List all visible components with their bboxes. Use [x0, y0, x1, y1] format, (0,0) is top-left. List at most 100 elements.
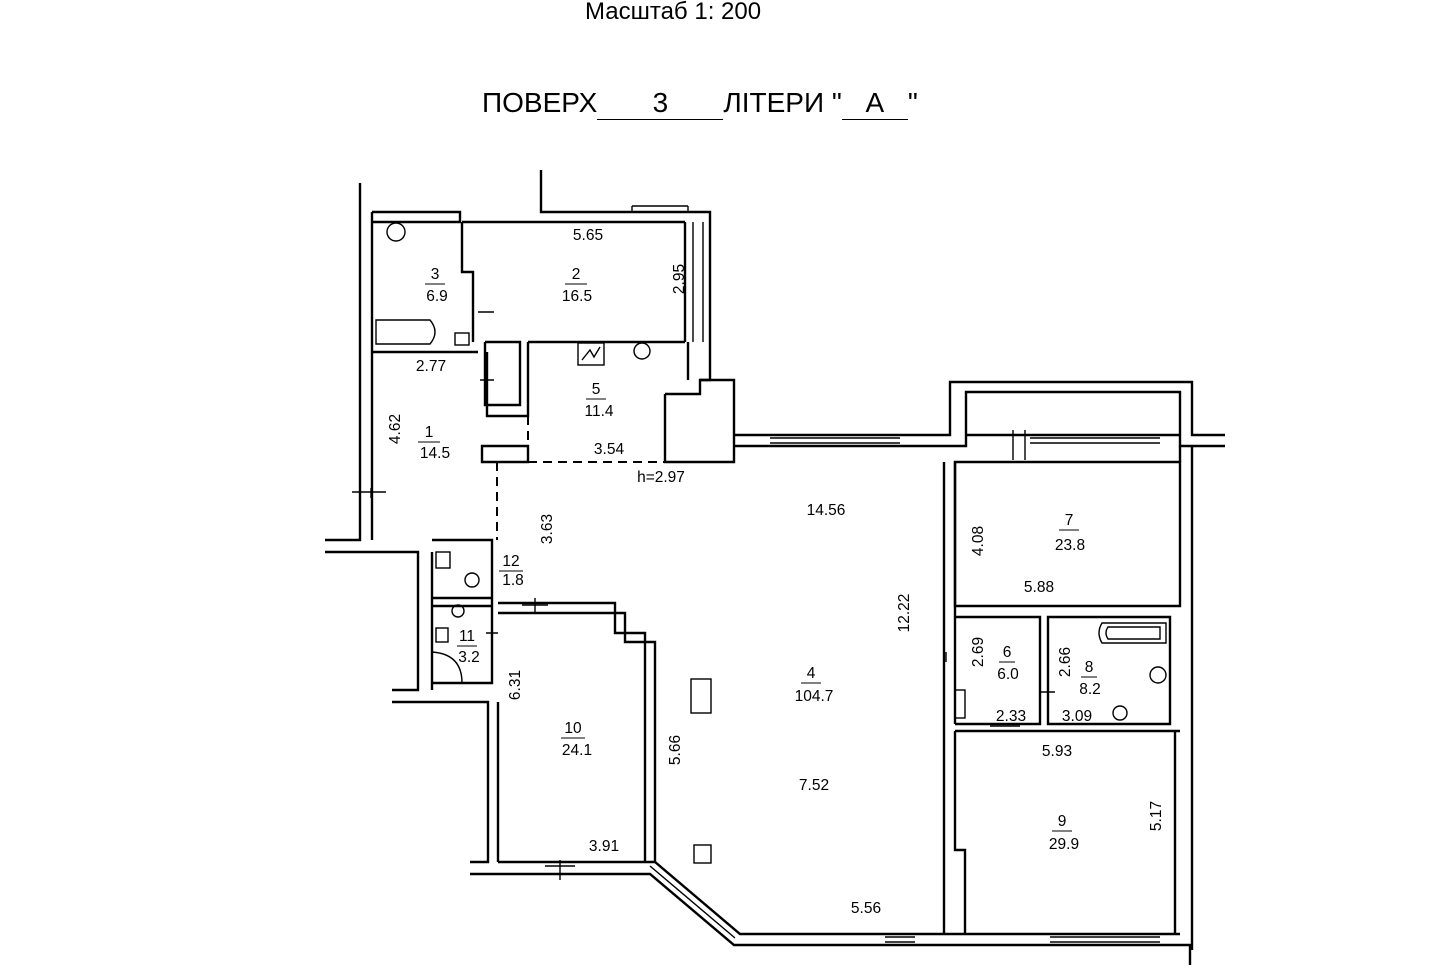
- room-label: 9 29.9: [1049, 813, 1079, 853]
- wall-room5-right: [663, 378, 736, 464]
- dimension-label: 4.62: [387, 414, 404, 444]
- toilet-room11: [451, 604, 465, 618]
- window-room4-top: [770, 437, 900, 444]
- room-number: 10: [564, 720, 582, 737]
- dimension-label: 5.65: [573, 227, 603, 244]
- dimension-label: 6.31: [507, 670, 524, 700]
- window-room4-bottom: [885, 936, 915, 943]
- wall-room10: [498, 611, 657, 862]
- wall-top-right: [734, 380, 1225, 437]
- bathtub-room8: [1098, 622, 1167, 644]
- floor-prefix: ПОВЕРХ: [482, 87, 598, 118]
- wall-room9-left: [953, 731, 967, 934]
- letter-suffix: ": [907, 87, 918, 118]
- shower-room11: [431, 651, 463, 684]
- wall-top-room2-ledge: [539, 170, 700, 214]
- door-ticks: [352, 311, 1055, 880]
- dimension-label: 3.63: [539, 514, 556, 544]
- dimension-label: h=2.97: [637, 469, 685, 486]
- window-room2-top: [631, 205, 689, 212]
- room-label: 12 1.8: [499, 553, 524, 589]
- dimension-label: 3.09: [1062, 708, 1092, 725]
- room-area: 104.7: [795, 688, 834, 705]
- room-area: 16.5: [562, 288, 592, 305]
- dimension-label: 3.54: [594, 441, 625, 458]
- room-area: 8.2: [1079, 681, 1101, 698]
- wall-room8: [1046, 615, 1172, 726]
- window-room2-right: [692, 222, 704, 342]
- wall-room7: [953, 460, 1182, 608]
- dimension-label: 5.56: [851, 900, 881, 917]
- room-label: 8 8.2: [1079, 659, 1101, 698]
- wall-bottom-inner: [498, 860, 1180, 936]
- room-number: 9: [1058, 813, 1067, 830]
- room-area: 6.9: [426, 288, 448, 305]
- letter-prefix: ЛІТЕРИ ": [723, 87, 842, 118]
- dimension-label: 14.56: [807, 502, 846, 519]
- room-number: 4: [807, 665, 816, 682]
- dimension-label: 7.52: [799, 777, 829, 794]
- wall-room10-inner: [498, 601, 647, 862]
- room-number: 12: [502, 553, 519, 570]
- wall-room6: [955, 615, 1042, 726]
- dimension-label: 2.66: [1057, 647, 1074, 677]
- room-label: 11 3.2: [457, 628, 480, 666]
- room-label: 6 6.0: [997, 644, 1019, 683]
- bathtub-room3: [375, 319, 436, 345]
- dimension-label: 5.17: [1148, 801, 1165, 831]
- dimension-label: 2.95: [671, 264, 688, 294]
- toilet-room3: [386, 222, 406, 242]
- room-label: 4 104.7: [795, 665, 834, 705]
- dimension-label: 5.93: [1042, 743, 1072, 760]
- column-room4-upper: [690, 678, 712, 714]
- window-room9-bottom: [1050, 936, 1160, 943]
- room-number: 8: [1085, 659, 1094, 676]
- room-area: 23.8: [1055, 537, 1085, 554]
- bathtub-room8-inner: [1105, 626, 1161, 640]
- dimension-label: 12.22: [896, 594, 913, 633]
- sink-room11: [435, 627, 449, 643]
- room-number: 2: [572, 266, 581, 283]
- room-label: 2 16.5: [562, 266, 592, 305]
- room-number: 3: [431, 266, 440, 283]
- room-label: 1 14.5: [418, 424, 450, 462]
- wall-room5-left: [485, 342, 530, 418]
- letter-value: А: [841, 87, 908, 120]
- dimension-label: 5.88: [1024, 579, 1054, 596]
- sink-room12: [435, 551, 451, 569]
- room-label: 7 23.8: [1055, 512, 1085, 554]
- room-number: 5: [592, 381, 601, 398]
- wall-right-room2-outer: [700, 210, 712, 382]
- dimension-label: 3.91: [589, 838, 619, 855]
- room-number: 6: [1003, 644, 1012, 661]
- scale-label: Масштаб 1: 200: [585, 0, 762, 25]
- window-bay: [649, 865, 736, 939]
- room-area: 1.8: [502, 572, 524, 589]
- dimension-label: 5.66: [667, 735, 684, 765]
- wall-room2-left: [460, 222, 475, 342]
- wall-room5-bottom: [480, 444, 530, 464]
- room-number: 1: [425, 424, 434, 441]
- room-area: 29.9: [1049, 836, 1079, 853]
- wall-outer-left: [325, 183, 362, 542]
- wall-bottom: [470, 872, 1192, 965]
- toilet-room5: [633, 342, 651, 360]
- room-area: 24.1: [562, 742, 592, 759]
- wall-bottom-left: [392, 700, 490, 864]
- wall-top-room3: [372, 210, 462, 224]
- wall-room2-bottom: [483, 340, 522, 407]
- dimension-label: 4.08: [970, 526, 987, 556]
- window-room7-top: [1030, 437, 1160, 444]
- niche-room6: [954, 689, 966, 719]
- room-label: 5 11.4: [584, 381, 613, 420]
- room-number: 11: [459, 628, 475, 645]
- column-room4-lower: [693, 844, 712, 864]
- room-area: 6.0: [997, 666, 1019, 683]
- room-label: 3 6.9: [425, 266, 448, 305]
- room-label: 10 24.1: [561, 720, 592, 759]
- wall-lower-left: [325, 550, 420, 692]
- toilet-room6: [1112, 705, 1128, 721]
- dimension-label: 2.69: [970, 637, 987, 667]
